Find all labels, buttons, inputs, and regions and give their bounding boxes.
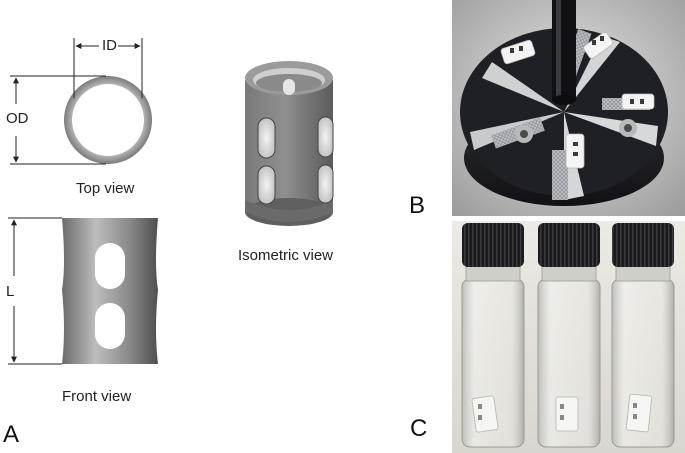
l-dimension xyxy=(8,217,62,365)
panel-letter-c: C xyxy=(410,415,428,442)
holder-gap-1 xyxy=(482,62,564,112)
isometric-view-label: Isometric view xyxy=(238,247,334,264)
id-dimension xyxy=(73,38,143,98)
vial-2 xyxy=(537,223,601,448)
l-label: L xyxy=(6,283,15,300)
panel-c-photo xyxy=(452,221,685,453)
top-view-label: Top view xyxy=(76,180,135,197)
od-dimension xyxy=(10,75,106,165)
holder-gap-3 xyxy=(564,112,658,146)
od-label: OD xyxy=(6,110,29,127)
top-view-ring xyxy=(64,76,152,164)
front-view-label: Front view xyxy=(62,388,132,405)
isometric-view-cylinder xyxy=(245,61,334,226)
front-view-cylinder xyxy=(62,218,158,364)
holder-gap-2 xyxy=(564,36,620,112)
id-label: ID xyxy=(102,37,117,54)
panel-letter-b: B xyxy=(409,192,426,219)
panel-letter-a: A xyxy=(3,421,20,448)
vial-3 xyxy=(611,223,675,448)
holder-screws xyxy=(515,119,637,143)
panel-b-photo xyxy=(452,0,685,216)
white-inserts xyxy=(500,32,655,169)
vial-1 xyxy=(461,223,525,448)
